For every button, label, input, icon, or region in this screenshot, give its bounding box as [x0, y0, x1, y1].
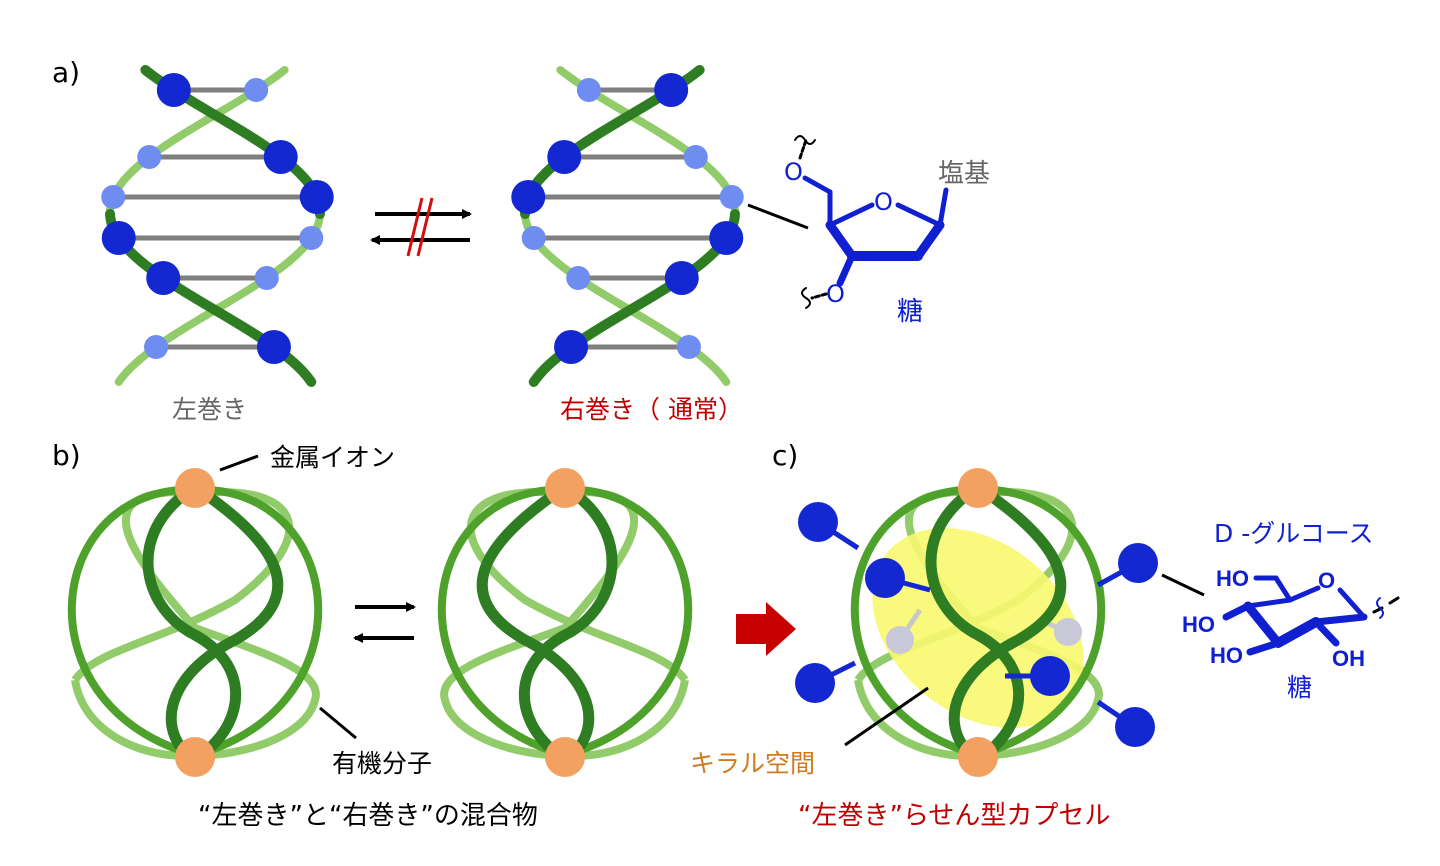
- nucleotide-back: [299, 226, 324, 250]
- glucose-structure: [1222, 575, 1400, 656]
- blocked-equilibrium-arrows: [370, 197, 472, 257]
- nucleotide-back: [101, 185, 126, 209]
- pointer-line: [747, 203, 809, 230]
- metal-ion-top: [175, 468, 215, 508]
- helical-capsule-caption: “左巻き”らせん型カプセル: [798, 801, 1110, 831]
- back-ligand: [71, 487, 294, 683]
- organic-molecule-label: 有機分子: [332, 749, 432, 778]
- glucose-ball: [1030, 656, 1070, 696]
- oxygen-5: O: [784, 158, 803, 186]
- front-ligand: [948, 488, 1067, 758]
- glucose-ball: [1115, 707, 1155, 747]
- nucleotide-back: [144, 335, 169, 359]
- right-handed-helix: [511, 65, 744, 387]
- glucose-ho-3: HO: [1210, 643, 1243, 668]
- glucose-label: D -グルコース: [1214, 519, 1373, 548]
- right-handed-label: 右巻き（ 通常）: [560, 395, 743, 424]
- back-ligand: [193, 624, 320, 759]
- panel-b: b) 金属イオン 有機分子 “左巻き”と“右巻き”の混合物: [52, 439, 693, 831]
- panel-c: c) キラル空間 “左巻き”らせん型カプセル D -グルコース HO O HO …: [690, 439, 1400, 831]
- nucleotide-back: [521, 226, 546, 250]
- glucose-ball-back: [1054, 618, 1082, 646]
- nucleotide-front: [156, 73, 191, 107]
- equilibrium-arrows: [353, 602, 416, 643]
- back-ligand: [466, 487, 689, 683]
- glucose-ball: [1118, 543, 1158, 583]
- outer-ligand: [437, 486, 559, 756]
- front-ligand: [165, 488, 284, 758]
- capsule-with-glucose: [795, 468, 1158, 777]
- oxygen-3: O: [826, 280, 845, 308]
- mixture-caption: “左巻き”と“右巻き”の混合物: [198, 801, 538, 831]
- deoxyribose-structure: [794, 135, 949, 309]
- outer-ligand: [571, 486, 693, 756]
- nucleotide-back: [576, 78, 601, 102]
- capsule-left-handed: [67, 468, 323, 777]
- capsule-right-handed: [437, 468, 693, 777]
- nucleotide-back: [137, 145, 162, 169]
- nucleotide-back: [566, 266, 591, 290]
- outer-ligand: [67, 486, 189, 756]
- nucleotide-front: [511, 180, 546, 214]
- metal-ion-bottom: [958, 737, 998, 777]
- nucleotide-front: [263, 140, 298, 174]
- red-arrow-icon: [736, 602, 796, 656]
- metal-ion-top: [545, 468, 585, 508]
- glucose-ho-6: HO: [1216, 566, 1249, 591]
- front-ligand: [476, 488, 595, 758]
- glucose-oh-2: OH: [1332, 646, 1365, 671]
- nucleotide-back: [719, 185, 744, 209]
- left-handed-helix: [101, 65, 334, 387]
- base-label: 塩基: [938, 159, 990, 189]
- left-handed-label: 左巻き: [172, 395, 247, 424]
- glucose-ball-back: [886, 626, 914, 654]
- glucose-ball: [798, 502, 838, 542]
- glucose-ball: [795, 663, 835, 703]
- chiral-space-label: キラル空間: [690, 749, 815, 778]
- nucleotide-front: [654, 73, 689, 107]
- nucleotide-front: [299, 180, 334, 214]
- panel-a: a) 左巻き 右巻き（ 通常） O O O: [52, 56, 990, 424]
- nucleotide-front: [664, 261, 699, 295]
- outer-ligand: [850, 486, 972, 756]
- back-ligand: [440, 624, 567, 759]
- glucose-sugar-label: 糖: [1287, 673, 1312, 702]
- block-slash-icon: [416, 197, 434, 257]
- outer-ligand: [984, 486, 1106, 756]
- nucleotide-front: [256, 330, 291, 364]
- nucleotide-front: [709, 221, 744, 255]
- glucose-ring-oxygen: O: [1318, 568, 1335, 593]
- nucleotide-front: [554, 330, 589, 364]
- metal-ion-label: 金属イオン: [270, 443, 395, 472]
- panel-c-label: c): [772, 439, 798, 472]
- front-ligand: [925, 488, 1025, 758]
- outer-ligand: [201, 486, 323, 756]
- glucose-ho-4: HO: [1182, 612, 1215, 637]
- metal-ion-top: [958, 468, 998, 508]
- nucleotide-back: [683, 145, 708, 169]
- glucose-ball: [865, 558, 905, 598]
- nucleotide-back: [254, 266, 279, 290]
- panel-b-label: b): [52, 439, 81, 472]
- nucleotide-front: [547, 140, 582, 174]
- panel-a-label: a): [52, 56, 80, 89]
- nucleotide-front: [146, 261, 181, 295]
- ring-oxygen: O: [874, 188, 893, 216]
- front-ligand: [142, 488, 242, 758]
- nucleotide-back: [676, 335, 701, 359]
- nucleotide-front: [101, 221, 136, 255]
- sugar-label: 糖: [897, 297, 923, 327]
- metal-ion-bottom: [175, 737, 215, 777]
- nucleotide-back: [244, 78, 269, 102]
- front-ligand: [518, 488, 618, 758]
- metal-ion-bottom: [545, 737, 585, 777]
